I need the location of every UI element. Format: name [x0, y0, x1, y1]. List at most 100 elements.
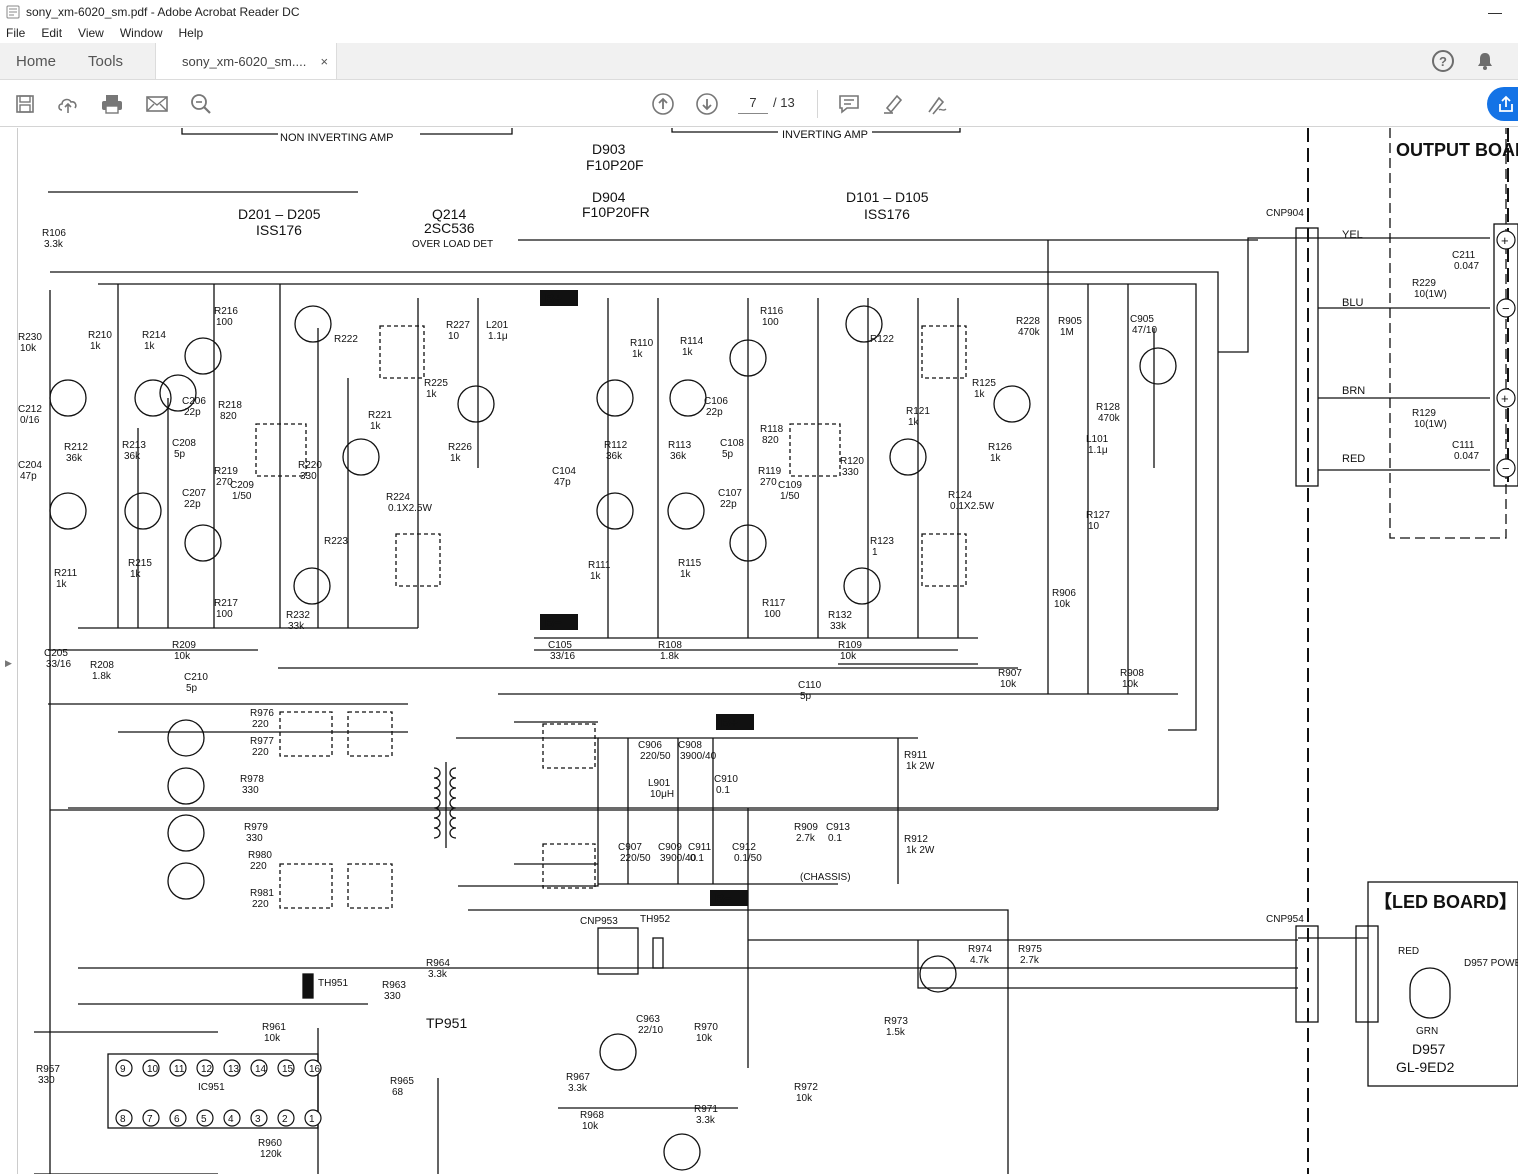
component-ref: R126	[988, 442, 1012, 453]
component-value: 270	[216, 477, 233, 488]
component-value: 33k	[288, 621, 305, 632]
page-up-icon[interactable]	[650, 91, 676, 117]
b-plus-label-1: B+	[545, 291, 562, 306]
component-value: 5p	[174, 449, 186, 460]
toolbar-divider	[817, 90, 818, 118]
cnp954-label: CNP954	[1266, 914, 1304, 925]
component-value: 1.8k	[92, 671, 112, 682]
component-ref: C109	[778, 480, 802, 491]
component-ref: R109	[838, 640, 862, 651]
ic-pin-top	[277, 1059, 295, 1077]
component-ref: R216	[214, 306, 238, 317]
component-ref: C911	[688, 842, 712, 853]
component-value: 4.7k	[970, 955, 990, 966]
share-icon[interactable]	[1487, 87, 1518, 121]
component-ref: R213	[122, 440, 146, 451]
component-ref: R960	[258, 1138, 282, 1149]
email-icon[interactable]	[144, 91, 170, 117]
component-ref: R225	[424, 378, 448, 389]
component-value: 2.7k	[796, 833, 816, 844]
component-ref: R106	[42, 228, 66, 239]
component-ref: C111	[1452, 440, 1475, 451]
component-value: 36k	[670, 451, 687, 462]
component-ref: R973	[884, 1016, 908, 1027]
highlight-icon[interactable]	[880, 91, 906, 117]
component-value: 0.1	[716, 785, 730, 796]
left-panel-toggle[interactable]: ▶	[0, 128, 18, 1174]
component-ref: R124	[948, 490, 972, 501]
window-controls: —	[1472, 0, 1518, 24]
tab-home[interactable]: Home	[16, 52, 57, 70]
document-viewer[interactable]: ▶	[0, 128, 1518, 1174]
d904-ref: D904	[592, 189, 626, 205]
tab-document[interactable]: sony_xm-6020_sm.... ×	[155, 43, 338, 79]
minimize-button[interactable]: —	[1488, 4, 1502, 20]
menu-edit[interactable]: Edit	[41, 26, 63, 40]
zoom-icon[interactable]	[188, 91, 214, 117]
upload-icon[interactable]	[55, 91, 81, 117]
expand-panel-icon[interactable]: ▶	[5, 658, 12, 668]
led-grn-label: GRN	[1416, 1026, 1438, 1037]
component-value: 1k	[680, 569, 692, 580]
component-value: 36k	[66, 453, 83, 464]
bell-icon[interactable]	[1474, 50, 1496, 72]
component-ref: R974	[968, 944, 992, 955]
menu-view[interactable]: View	[78, 26, 104, 40]
ic-pin-bottom-label: 2	[282, 1114, 288, 1125]
component-ref: R118	[760, 424, 784, 435]
component-value: 220/50	[640, 751, 671, 762]
component-value: 1.1μ	[1088, 445, 1108, 456]
component-value: 10(1W)	[1414, 289, 1447, 300]
save-icon[interactable]	[12, 91, 38, 117]
menu-help[interactable]: Help	[178, 26, 204, 40]
component-ref: R125	[972, 378, 996, 389]
component-ref: C906	[638, 740, 662, 751]
component-ref: C210	[184, 672, 208, 683]
component-ref: R223	[324, 536, 348, 547]
ic-pin-top-label: 14	[255, 1064, 267, 1075]
component-ref: C108	[720, 438, 744, 449]
component-ref: C104	[552, 466, 576, 477]
th951-label: TH951	[318, 978, 348, 989]
component-value: 220/50	[620, 853, 651, 864]
component-ref: R227	[446, 320, 470, 331]
component-value: 0/16	[20, 415, 40, 426]
close-tab-icon[interactable]: ×	[320, 53, 329, 69]
wire-brn: BRN	[1342, 385, 1365, 397]
d101-ref: D101 – D105	[846, 189, 929, 205]
component-ref: R212	[64, 442, 88, 453]
d957-part: GL-9ED2	[1396, 1059, 1455, 1075]
print-icon[interactable]	[99, 91, 125, 117]
led-red-label: RED	[1398, 946, 1419, 957]
menu-file[interactable]: File	[6, 26, 26, 40]
component-value: 10k	[264, 1033, 281, 1044]
th952-label: TH952	[640, 914, 670, 925]
component-value: 10k	[582, 1121, 599, 1132]
sign-icon[interactable]	[924, 91, 950, 117]
comment-icon[interactable]	[836, 91, 862, 117]
component-value: 470k	[1098, 413, 1121, 424]
tab-bar: Home Tools sony_xm-6020_sm.... × ?	[0, 43, 1518, 80]
component-value: 220	[250, 861, 267, 872]
component-ref: R905	[1058, 316, 1082, 327]
page-number-input[interactable]: 7	[738, 92, 768, 114]
component-value: 1k 2W	[906, 845, 935, 856]
d201-part: ISS176	[256, 222, 302, 238]
component-value: 1k	[56, 579, 68, 590]
d957-ref: D957	[1412, 1041, 1446, 1057]
component-value: 10k	[796, 1093, 813, 1104]
component-ref: R961	[262, 1022, 286, 1033]
component-value: 1k	[426, 389, 438, 400]
component-value: 100	[764, 609, 781, 620]
b-minus-label-2: B−	[715, 891, 732, 906]
menu-window[interactable]: Window	[119, 26, 163, 40]
page-down-icon[interactable]	[694, 91, 720, 117]
tab-tools[interactable]: Tools	[88, 52, 124, 70]
component-ref: R976	[250, 708, 274, 719]
component-ref: R113	[668, 440, 692, 451]
help-icon[interactable]: ?	[1432, 50, 1454, 72]
component-ref: R229	[1412, 278, 1436, 289]
component-value: 0.047	[1454, 261, 1479, 272]
component-ref: R979	[244, 822, 268, 833]
component-ref: R220	[298, 460, 322, 471]
